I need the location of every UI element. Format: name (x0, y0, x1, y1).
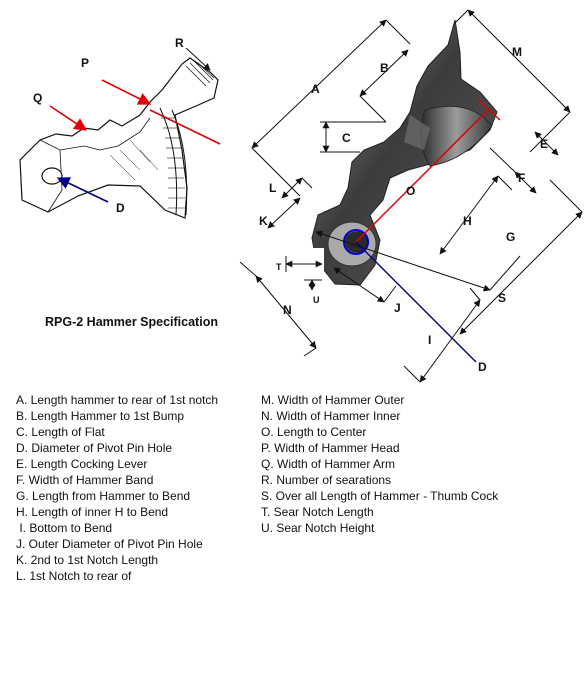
dim-label-b: B (380, 61, 389, 75)
legend-item-m: M. Width of Hammer Outer (261, 393, 405, 407)
sketch-label-q: Q (33, 91, 42, 105)
legend-item-n: N. Width of Hammer Inner (261, 409, 401, 423)
legend-item-h: H. Length of inner H to Bend (16, 505, 169, 519)
center-line-o (355, 107, 491, 243)
dim-label-l: L (269, 181, 276, 195)
legend-item-g: G. Length from Hammer to Bend (16, 489, 191, 503)
dim-label-m: M (512, 45, 522, 59)
legend-item-a: A. Length hammer to rear of 1st notch (16, 393, 219, 407)
legend-item-o: O. Length to Center (261, 425, 367, 439)
sketch-label-r: R (175, 36, 184, 50)
dimension-lines (239, 9, 583, 383)
legend-item-l: L. 1st Notch to rear of (16, 569, 132, 583)
page-title: RPG-2 Hammer Specification (45, 315, 218, 329)
sketch-label-d: D (116, 201, 125, 215)
dim-label-j: J (394, 301, 401, 315)
legend-item-j: J. Outer Diameter of Pivot Pin Hole (16, 537, 203, 551)
legend-item-i: I. Bottom to Bend (16, 521, 113, 535)
dim-label-t: T (276, 262, 282, 272)
dim-label-k: K (259, 214, 268, 228)
legend-item-q: Q. Width of Hammer Arm (261, 457, 396, 471)
sketch-label-p: P (81, 56, 89, 70)
legend-item-t: T. Sear Notch Length (261, 505, 374, 519)
dim-label-g: G (506, 230, 515, 244)
legend-item-f: F. Width of Hammer Band (16, 473, 154, 487)
dim-label-c: C (342, 131, 351, 145)
legend-item-k: K. 2nd to 1st Notch Length (16, 553, 159, 567)
dim-label-e: E (540, 137, 548, 151)
dim-label-h: H (463, 214, 472, 228)
dim-label-a: A (311, 82, 320, 96)
legend-item-b: B. Length Hammer to 1st Bump (16, 409, 185, 423)
hammer-sketch (19, 57, 219, 219)
legend-left: A. Length hammer to rear of 1st notch B.… (16, 392, 218, 584)
legend-right: M. Width of Hammer Outer N. Width of Ham… (261, 392, 498, 536)
dim-label-d: D (478, 360, 487, 374)
legend-item-u: U. Sear Notch Height (261, 521, 375, 535)
dim-label-f: F (518, 171, 525, 185)
dim-label-i: I (428, 333, 431, 347)
pivot-line-d (355, 241, 477, 363)
legend-item-p: P. Width of Hammer Head (261, 441, 400, 455)
hammer-diagram: R P Q D (19, 9, 583, 383)
dim-label-u: U (313, 295, 320, 305)
dim-label-s: S (498, 291, 506, 305)
legend-item-e: E. Length Cocking Lever (16, 457, 148, 471)
legend-item-c: C. Length of Flat (16, 425, 105, 439)
legend-item-d: D. Diameter of Pivot Pin Hole (16, 441, 173, 455)
dim-label-o: O (406, 184, 415, 198)
legend-item-r: R. Number of searations (261, 473, 392, 487)
sketch-annotations (49, 47, 221, 203)
legend-item-s: S. Over all Length of Hammer - Thumb Coc… (261, 489, 499, 503)
dim-label-n: N (283, 303, 292, 317)
